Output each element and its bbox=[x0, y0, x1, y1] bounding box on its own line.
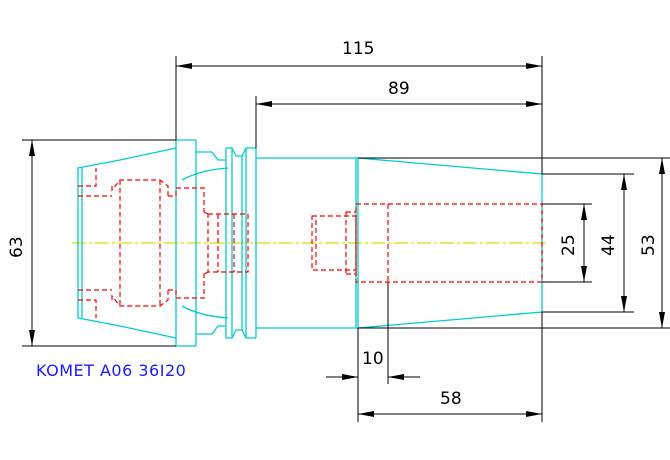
dim-wall-offset: 10 bbox=[362, 349, 384, 369]
dim-bore-diameter: 25 bbox=[559, 234, 579, 256]
dim-overall-length: 115 bbox=[342, 39, 374, 59]
hidden-features bbox=[78, 168, 543, 318]
dim-left-diameter: 63 bbox=[7, 236, 27, 258]
dim-nose-diameter-large: 53 bbox=[639, 234, 659, 256]
dim-gauge-length: 89 bbox=[388, 79, 410, 99]
part-label: KOMET A06 36I20 bbox=[36, 361, 186, 380]
dim-nose-diameter-small: 44 bbox=[599, 234, 619, 256]
dimension-lines bbox=[22, 56, 670, 422]
dim-nose-length: 58 bbox=[440, 389, 462, 409]
